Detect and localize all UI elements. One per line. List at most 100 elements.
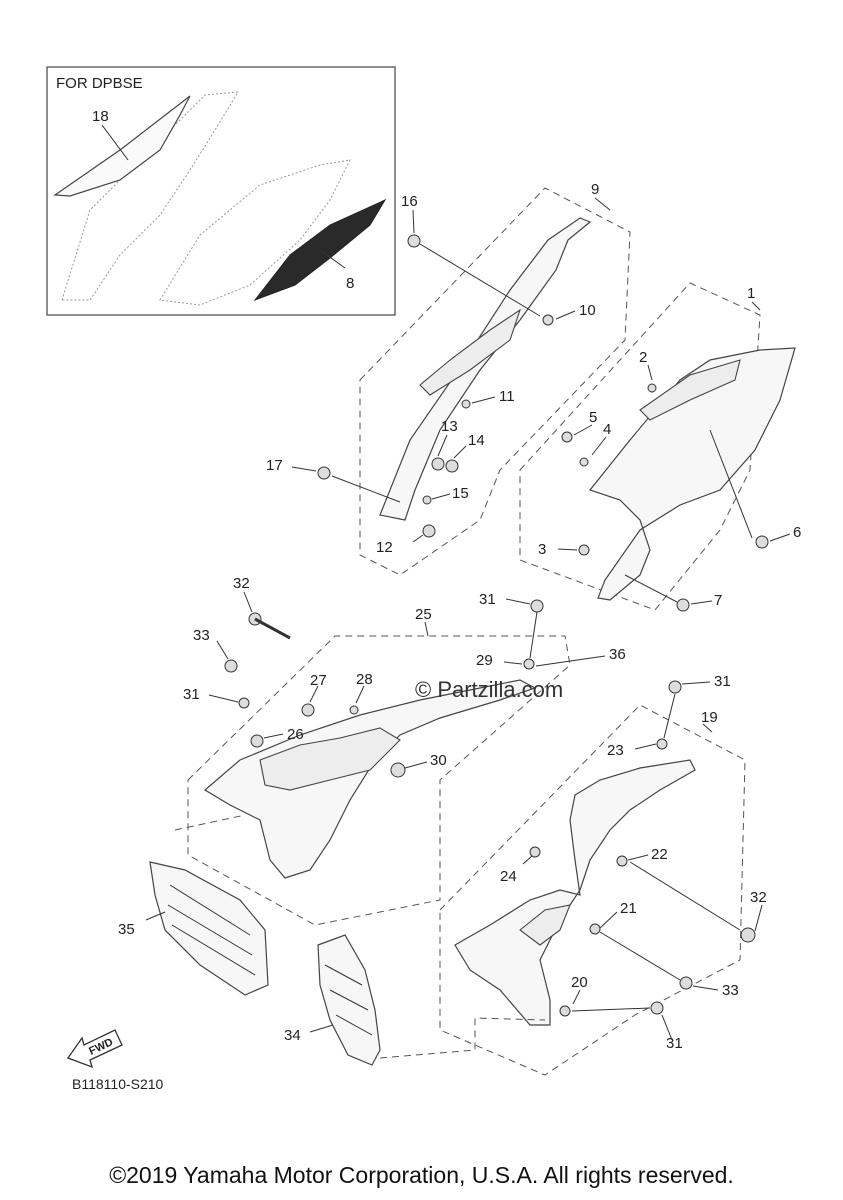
callout-28: 28: [356, 671, 373, 688]
leader-2: [647, 364, 653, 381]
leader-31-upper-shaft: [663, 693, 676, 739]
leader-5: [573, 424, 593, 436]
leader-31-shaft: [529, 611, 538, 659]
side-cover-9: [379, 217, 592, 521]
leader-31-top: [505, 598, 531, 605]
group-9-boundary: [359, 187, 631, 576]
group-19-boundary: [439, 704, 746, 1076]
leader-34-dash: [379, 1017, 546, 1059]
callout-29: 29: [476, 652, 493, 669]
callout-27: 27: [310, 672, 327, 689]
callout-19: 19: [701, 709, 718, 726]
nut-23: [656, 738, 668, 750]
leader-31-path: [571, 1007, 651, 1012]
bolt-5: [561, 431, 573, 443]
callout-6: 6: [793, 524, 801, 541]
callout-2: 2: [639, 349, 647, 366]
bolt-31-left: [238, 697, 250, 709]
callout-31-lower: 31: [666, 1035, 683, 1052]
callout-31-upper: 31: [714, 673, 731, 690]
callout-33-lower: 33: [722, 982, 739, 999]
bolt-6: [755, 535, 769, 549]
leader-31-upper: [681, 681, 711, 685]
clip-4: [579, 457, 589, 467]
grommet-14: [445, 459, 459, 473]
fwd-arrow: FWD: [66, 1029, 123, 1069]
callout-14: 14: [468, 432, 485, 449]
diagram-code: B118110-S210: [72, 1076, 164, 1092]
leader-24: [522, 855, 533, 865]
callout-12: 12: [376, 539, 393, 556]
louver-35-body: [149, 861, 269, 996]
grommet-21: [589, 923, 601, 935]
callout-35: 35: [118, 921, 135, 938]
leader-7b: [624, 574, 678, 603]
group-bracket-25: 32 31 25 33 36 29 27 28 31 26 30 © Partz…: [183, 575, 626, 926]
louver-35-slat-1: [169, 884, 251, 936]
louver-35-slat-2: [167, 904, 253, 956]
callout-20: 20: [571, 974, 588, 991]
bolt-7: [676, 598, 690, 612]
leader-31-left: [208, 694, 239, 703]
group-side-cover-1: 1 2 5 4 6 3 7: [519, 282, 801, 612]
inset-for-dpbse: FOR DPBSE 18 8: [46, 66, 396, 316]
grommet-3: [578, 544, 590, 556]
bolt-33-lower: [679, 976, 693, 990]
louver-panel-35: 35: [118, 861, 269, 996]
grommet-27: [301, 703, 315, 717]
callout-24: 24: [500, 868, 517, 885]
leader-20: [572, 989, 581, 1005]
leader-16-line: [419, 243, 541, 317]
grommet-26: [250, 734, 264, 748]
washer-28: [349, 705, 359, 715]
leader-4: [591, 436, 607, 456]
leader-28: [355, 685, 365, 704]
callout-16: 16: [401, 193, 418, 210]
leader-27: [309, 685, 319, 703]
leader-3: [557, 548, 578, 551]
grommet-2: [647, 383, 657, 393]
leader-33-path: [599, 931, 681, 981]
leader-1: [751, 301, 761, 311]
leader-33-lower: [692, 985, 719, 991]
callout-8: 8: [346, 275, 354, 292]
bolt-33-top: [224, 659, 238, 673]
inset-title: FOR DPBSE: [56, 75, 143, 92]
leader-18: [101, 124, 129, 161]
inset-ghost-cover-left: [61, 91, 239, 301]
louver-panel-34: 34: [174, 814, 546, 1066]
fwd-arrow-icon: [66, 1029, 123, 1069]
watermark: © Partzilla.com: [415, 677, 563, 702]
grommet-13: [431, 457, 445, 471]
leader-6: [769, 533, 791, 542]
leader-34: [309, 1024, 334, 1033]
leader-21: [599, 911, 618, 929]
leader-33-top: [216, 640, 229, 660]
group-side-cover-19: 31 19 23 22 24 32 21 33 20 31: [439, 673, 767, 1076]
callout-18: 18: [92, 108, 109, 125]
leader-12: [412, 534, 424, 543]
callout-21: 21: [620, 900, 637, 917]
bolt-31-top: [530, 599, 544, 613]
side-cover-19: [454, 759, 696, 1026]
bolt-32-lower: [740, 927, 756, 943]
group-25-boundary: [187, 635, 571, 926]
bolt-32-shank: [254, 617, 291, 640]
callout-26: 26: [287, 726, 304, 743]
side-cover-19-vent: [519, 904, 571, 946]
callout-22: 22: [651, 846, 668, 863]
callout-32-lower: 32: [750, 889, 767, 906]
nut-29: [523, 658, 535, 670]
callout-13: 13: [441, 418, 458, 435]
leader-9: [594, 197, 611, 211]
group-1-boundary: [519, 282, 761, 611]
callout-30: 30: [430, 752, 447, 769]
callout-11: 11: [499, 388, 515, 405]
leader-32-top: [243, 591, 253, 613]
leader-10: [555, 310, 576, 320]
louver-34-slat-1: [324, 964, 363, 986]
callout-33-top: 33: [193, 627, 210, 644]
grommet-20: [559, 1005, 571, 1017]
grommet-22: [616, 855, 628, 867]
